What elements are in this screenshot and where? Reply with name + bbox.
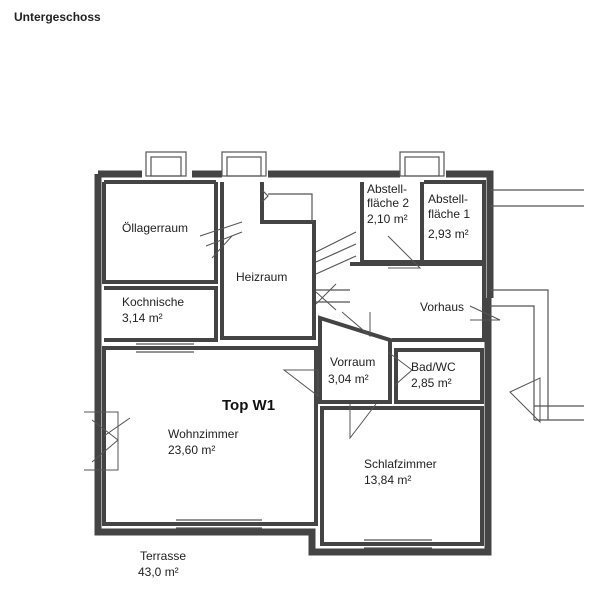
room-abstell1-area: 2,93 m²	[428, 227, 469, 241]
windows	[136, 343, 432, 549]
room-vorraum-area: 3,04 m²	[328, 372, 369, 386]
room-abstell2-line1: Abstell-	[367, 182, 407, 196]
room-abstell2-line2: fläche 2	[367, 196, 409, 210]
room-kochnische-area: 3,14 m²	[122, 311, 163, 325]
room-badwc: Bad/WC	[411, 360, 456, 374]
outer-walls	[94, 170, 584, 556]
page-title: Untergeschoss	[14, 10, 101, 24]
room-abstell1-line2: fläche 1	[428, 207, 470, 221]
room-oellagerraum: Öllagerraum	[122, 221, 188, 235]
room-wohnzimmer-area: 23,60 m²	[168, 443, 215, 457]
interior-walls	[102, 180, 486, 546]
unit-label: Top W1	[222, 397, 275, 414]
room-heizraum: Heizraum	[236, 270, 287, 284]
vent-boxes	[145, 151, 445, 177]
door-swings	[84, 221, 541, 471]
room-schlafzimmer-area: 13,84 m²	[364, 473, 411, 487]
room-wohnzimmer: Wohnzimmer	[168, 427, 238, 441]
terrace-label: Terrasse	[140, 549, 186, 563]
room-vorhaus: Vorhaus	[420, 300, 464, 314]
room-vorraum: Vorraum	[330, 355, 375, 369]
room-badwc-area: 2,85 m²	[411, 376, 452, 390]
stairs	[261, 189, 357, 303]
room-kochnische: Kochnische	[122, 295, 184, 309]
room-abstell2-area: 2,10 m²	[367, 212, 408, 226]
terrace-area: 43,0 m²	[138, 565, 179, 579]
room-schlafzimmer: Schlafzimmer	[364, 457, 437, 471]
room-abstell1-line1: Abstell-	[428, 192, 468, 206]
